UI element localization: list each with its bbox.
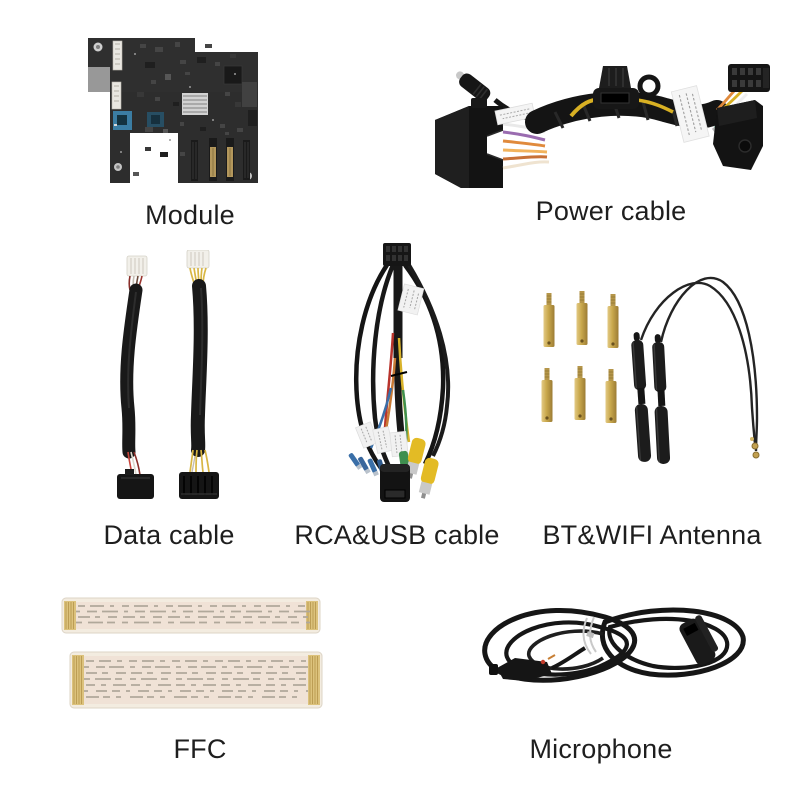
data-cable-photo <box>117 250 219 499</box>
brass-standoffs <box>541 291 619 423</box>
item-label-power-cable: Power cable <box>535 196 687 226</box>
microphone-head <box>679 615 719 665</box>
usb-port <box>380 464 410 502</box>
bt-wifi-antenna-photo <box>541 276 760 464</box>
card-slot <box>248 110 257 126</box>
dc-plug <box>456 71 491 102</box>
molex-connector <box>728 64 770 92</box>
ffc-print-text <box>84 660 308 698</box>
fuse-holder <box>593 66 661 109</box>
smd-components <box>133 42 243 176</box>
zip-tie <box>390 371 408 377</box>
antenna-cables <box>639 276 759 452</box>
mic-connector <box>489 646 587 681</box>
oem-connector <box>713 100 763 170</box>
main-ic <box>223 65 243 85</box>
item-label-bt-wifi-antenna: BT&WIFI Antenna <box>542 520 762 550</box>
fuse-holder-loop <box>637 74 661 98</box>
item-label-data-cable: Data cable <box>103 520 235 550</box>
power-cable-photo <box>435 64 770 188</box>
item-label-microphone: Microphone <box>529 734 673 764</box>
label-sticker <box>494 102 536 126</box>
label-sticker <box>355 421 409 458</box>
rca-usb-cable-photo <box>348 243 451 502</box>
cable-loops <box>354 263 451 472</box>
silkscreen-dots <box>120 53 236 153</box>
ffc-strip-wide <box>69 651 323 709</box>
label-sticker <box>397 283 425 316</box>
wireless-chip-module <box>113 111 132 130</box>
orange-wire-tip <box>547 654 556 660</box>
ffc-photo <box>61 597 323 709</box>
red-marker-dot <box>540 659 546 665</box>
fuse-wire <box>636 98 674 114</box>
ffc-strip-narrow <box>61 597 321 634</box>
molex-connector <box>383 243 411 266</box>
zip-tie <box>582 616 597 655</box>
item-label-module: Module <box>145 200 235 230</box>
board-connectors <box>191 138 250 181</box>
antenna-rod <box>652 334 671 464</box>
microphone-photo <box>482 607 746 683</box>
item-label-ffc: FFC <box>173 734 227 764</box>
antenna-rod <box>631 332 652 462</box>
module-photo <box>88 38 258 183</box>
metal-shield <box>242 82 257 107</box>
rca-plug-yellow <box>405 437 439 499</box>
ffc-print-text <box>76 605 310 624</box>
ffc-socket <box>111 40 123 110</box>
data-cable-left <box>117 255 154 499</box>
heatsink <box>182 93 208 115</box>
ufl-connector <box>750 437 760 459</box>
chip <box>147 112 164 127</box>
quadlock-connector <box>435 98 504 188</box>
label-sticker <box>670 85 710 143</box>
data-cable-right <box>179 250 219 499</box>
pcb-board <box>88 38 258 183</box>
item-label-rca-usb-cable: RCA&USB cable <box>294 520 500 550</box>
